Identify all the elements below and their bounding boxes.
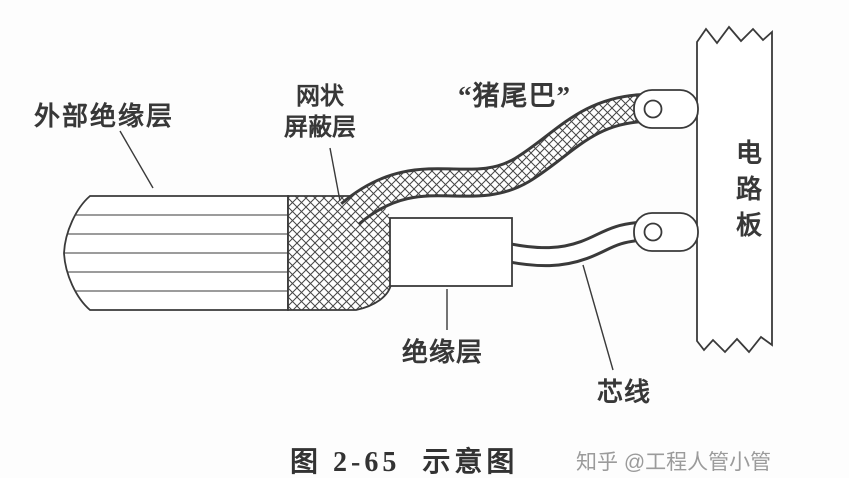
mesh-shield-leader-line [329,147,341,202]
core-wire-label: 芯线 [597,378,652,407]
mesh-shield-label: 网状 屏蔽层 [266,82,374,144]
terminal-lug-top [633,89,699,129]
watermark-text: 知乎 @工程人管小管 [576,451,772,474]
mesh-shield-label-line2: 屏蔽层 [284,115,356,141]
insulation-label: 绝缘层 [402,338,484,367]
outer-insulation-shape [63,195,289,311]
pigtail-braid-shape [340,93,646,226]
figure-caption: 图 2-65 示意图 [290,447,519,478]
mesh-shield-label-line1: 网状 [296,84,344,110]
inner-insulation-shape [389,217,513,287]
terminal-lug-bottom [633,212,699,252]
outer-insulation-label: 外部绝缘层 [34,102,175,131]
core-wire-shape [502,220,645,268]
pigtail-label: “猪尾巴” [458,81,571,111]
circuit-board-label: 电路板 [735,139,762,240]
mesh-shield-shape [287,195,392,311]
outer-insulation-leader-line [119,130,154,189]
circuit-board-shape [696,25,773,354]
core-wire-leader-line [582,264,614,371]
